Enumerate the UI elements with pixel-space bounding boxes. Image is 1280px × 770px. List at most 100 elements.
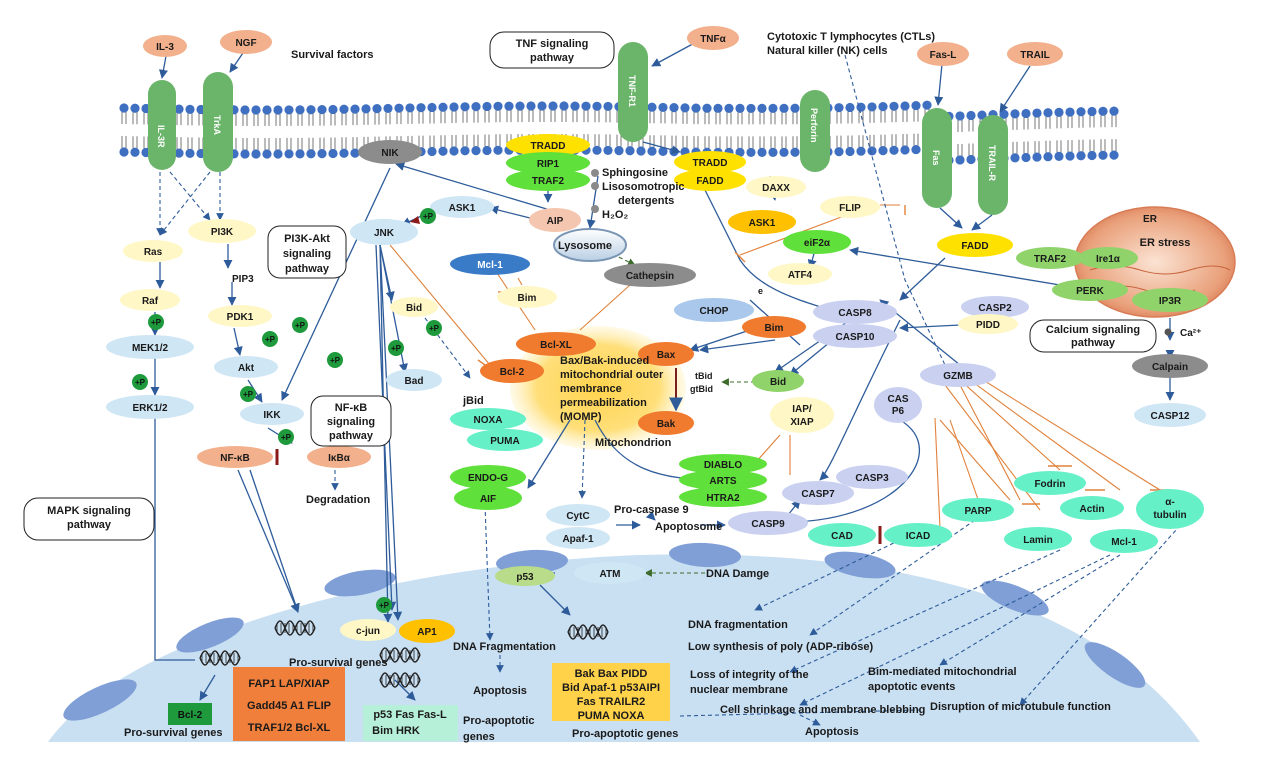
phosphorylation-marker (376, 597, 392, 613)
casp9-label: CASP9 (751, 519, 785, 530)
fasl-ligand (917, 42, 969, 66)
ctl-label-1: Cytotoxic T lymphocytes (CTLs) (767, 31, 935, 43)
h2o2-label: H₂O₂ (602, 209, 628, 221)
casp7-label: CASP7 (801, 489, 835, 500)
fadd-label-1: FADD (696, 176, 723, 187)
lysosome-label: Lysosome (558, 240, 612, 252)
endog-node (450, 465, 526, 489)
mcl1-label-1: Mcl-1 (477, 260, 503, 271)
pro-survival-label-2: Pro-survival genes (124, 727, 222, 739)
phosphorylation-marker (420, 208, 436, 224)
ask1-label-2: ASK1 (749, 218, 776, 229)
phosphorylation-marker (240, 386, 256, 402)
trailr-label: TRAIL-R (987, 145, 997, 181)
dna-helix (199, 650, 241, 666)
tubulin-node (1136, 489, 1204, 529)
atf4-node (768, 263, 832, 285)
jnk-label: JNK (374, 228, 395, 239)
cjun-node (340, 619, 396, 641)
cell-shrink-label: Cell shrinkage and membrane blebbing (720, 704, 925, 716)
casp8-label: CASP8 (838, 308, 872, 319)
jnk-node (350, 219, 418, 245)
nik-node (358, 140, 422, 164)
momp-line1: Bax/Bak-induced (560, 355, 649, 367)
perk-label: PERK (1076, 286, 1105, 297)
pathway-nodes: +P+P+P+P+P+P+P+P+P+P+P (106, 26, 1208, 643)
ikk-node (240, 403, 304, 425)
arts-label: ARTS (709, 476, 737, 487)
fadd-node-2 (937, 233, 1013, 257)
bcl2-label-1: Bcl-2 (500, 367, 525, 378)
tnf-pathway-callout (489, 31, 615, 69)
pathway-callouts (23, 31, 1157, 541)
phospho-label: +P (391, 344, 402, 353)
bim-mito-label-1: Bim-mediated mitochondrial (868, 666, 1017, 678)
puma-label: PUMA (490, 436, 519, 447)
sphingosine-label: Sphingosine (602, 167, 668, 179)
momp-line5: (MOMP) (560, 411, 602, 423)
atm-node (574, 562, 646, 584)
tnf-callout-line2: pathway (530, 52, 575, 64)
dna-helix (274, 620, 316, 636)
calpain-label: Calpain (1152, 362, 1188, 373)
il3r-receptor (148, 80, 176, 170)
ask1-label-1: ASK1 (449, 203, 476, 214)
daxx-node (746, 176, 806, 198)
ikk-label: IKK (263, 410, 281, 421)
iap-label-1: IAP/ (792, 404, 812, 415)
ngf-ligand (220, 30, 272, 54)
fodrin-node (1014, 471, 1086, 495)
cathepsin-label: Cathepsin (626, 271, 674, 282)
nfkb-callout-line2: signaling (327, 416, 375, 428)
aip-node (529, 208, 581, 232)
pip3-label: PIP3 (232, 274, 254, 285)
rip1-label: RIP1 (537, 159, 560, 170)
parp-node (942, 498, 1014, 522)
tubulin-label-2: tubulin (1153, 510, 1186, 521)
bcl2-label-2: Bcl-2 (178, 710, 203, 721)
e-mark: e (758, 286, 763, 296)
raf-label: Raf (142, 296, 159, 307)
bid-node-2 (752, 370, 804, 392)
phosphorylation-marker (262, 331, 278, 347)
nfkb-callout-line3: pathway (329, 430, 374, 442)
pdk1-label: PDK1 (227, 312, 254, 323)
pdk1-node (208, 305, 272, 327)
survival-box-line3: TRAF1/2 Bcl-XL (248, 722, 331, 734)
diablo-node (679, 454, 767, 474)
bad-label: Bad (405, 376, 424, 387)
bullet-dot (591, 169, 599, 177)
ask1-node-2 (728, 210, 796, 234)
tradd-node-2 (674, 151, 746, 173)
il3-ligand (143, 35, 187, 57)
icad-label: ICAD (906, 531, 930, 542)
cathepsin-node (604, 263, 696, 287)
diablo-label: DIABLO (704, 460, 743, 471)
loss-integrity-label-1: Loss of integrity of the (690, 669, 809, 681)
nfkb-label: NF-κB (220, 453, 249, 464)
casp9-node (728, 511, 808, 535)
ca-callout-line2: pathway (1071, 337, 1116, 349)
bid-label-2: Bid (770, 377, 786, 388)
procasp9-label: Pro-caspase 9 (614, 504, 689, 516)
traf2-node-1 (506, 169, 590, 191)
phospho-label: +P (265, 335, 276, 344)
apaf1-node (546, 527, 610, 549)
tbid-label-2: gtBid (690, 384, 713, 394)
apaf1-label: Apaf-1 (562, 534, 594, 545)
survival-box-line1: FAP1 LAP/XIAP (248, 678, 329, 690)
phospho-label: +P (295, 321, 306, 330)
loss-integrity-label-2: nuclear membrane (690, 684, 788, 696)
bullet-dot (591, 205, 599, 213)
apoptotic-genes-box-2 (552, 663, 670, 721)
ip3r-node (1132, 288, 1208, 312)
bim-mito-label-2: apoptotic events (868, 681, 955, 693)
degradation-label: Degradation (306, 494, 370, 506)
ap1-label: AP1 (417, 627, 437, 638)
apop-box1-line1: p53 Fas Fas-L (373, 709, 447, 721)
casp8-node (813, 300, 897, 324)
pi3k-node (188, 219, 256, 243)
tnf-callout-line1: TNF signaling (516, 38, 589, 50)
dna-damage-label: DNA Damge (706, 568, 769, 580)
